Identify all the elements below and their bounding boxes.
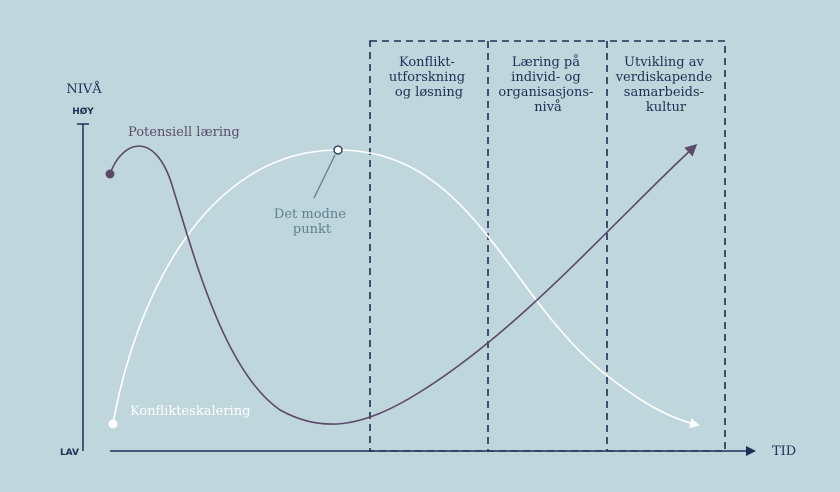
escalation-curve	[112, 149, 700, 429]
y-axis-title: NIVÅ	[66, 81, 102, 97]
phase-heading-3: Utvikling av verdiskapende samarbeids- k…	[615, 55, 717, 115]
escalation-curve-label: Konflikteskalering	[130, 404, 250, 419]
y-axis-low-label: LAV	[60, 448, 79, 458]
mature-point-leader	[313, 154, 336, 199]
mature-point-marker	[333, 145, 343, 155]
learning-curve	[109, 143, 698, 425]
mature-point-label: Det modne punkt	[274, 207, 350, 237]
y-axis-high-label: HØY	[72, 106, 94, 117]
learning-start-dot	[105, 169, 115, 179]
phase-heading-2: Læring på individ- og organisasjons- niv…	[498, 54, 597, 115]
learning-curve-label: Potensiell læring	[128, 125, 240, 140]
phase-heading-1: Konflikt- utforskning og løsning	[389, 55, 469, 100]
x-axis-title: TID	[772, 444, 796, 459]
escalation-start-dot	[108, 419, 118, 429]
